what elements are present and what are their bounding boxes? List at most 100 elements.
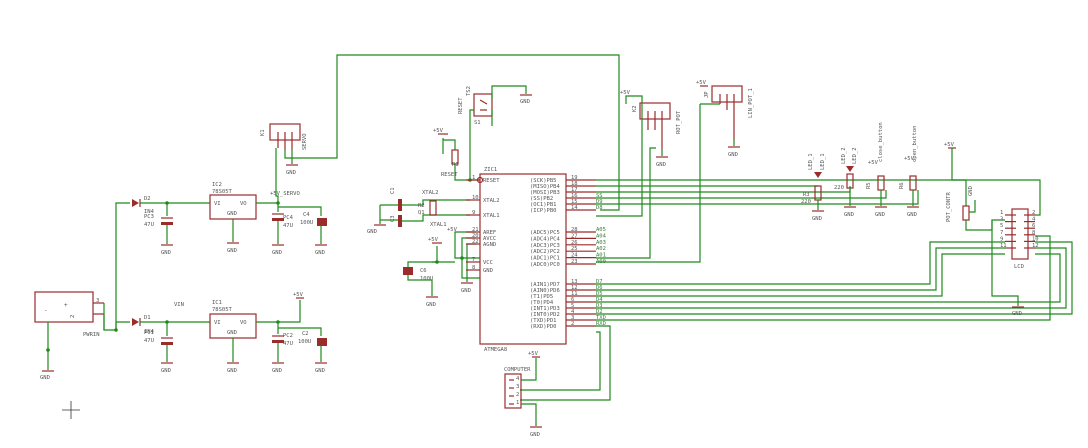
mcu-pin-name: (ADC0)PC0: [530, 262, 560, 268]
svg-text:R5: R5: [866, 182, 872, 189]
mcu-pin-name: (SS)PB2: [530, 196, 553, 202]
svg-text:GND: GND: [227, 368, 237, 374]
svg-text:GND: GND: [161, 368, 171, 374]
svg-text:LED_1: LED_1: [808, 153, 814, 170]
svg-text:GND: GND: [227, 211, 237, 217]
svg-text:47U: 47U: [144, 338, 154, 344]
svg-text:GND: GND: [875, 212, 885, 218]
svg-text:GND: GND: [530, 432, 540, 438]
mcu-net-label: A04: [596, 233, 607, 239]
svg-text:GND: GND: [844, 212, 854, 218]
mcu-pin-name: (ICP)PB0: [530, 208, 557, 214]
svg-text:VI: VI: [214, 201, 221, 207]
close-button: +5V close_button R5 GND: [866, 122, 887, 218]
mcu-pin-number: 19: [571, 175, 578, 181]
cap-pc4: PC4 47U GND: [272, 213, 294, 256]
mcu-pin-number: 27: [571, 233, 578, 239]
servo-connector: K1 SERVO: [260, 123, 308, 150]
svg-text:GND: GND: [227, 330, 237, 336]
regulator-ic1: IC1 78S05T VI VO GND GND: [209, 300, 257, 374]
svg-text:2: 2: [516, 392, 519, 398]
mcu-pin-name: (AIN0)PD6: [530, 288, 560, 294]
mcu-pin-name: (OC1)PB1: [530, 202, 557, 208]
mcu-pin-name: XTAL2: [483, 198, 500, 204]
svg-text:ATMEGA8: ATMEGA8: [484, 347, 507, 353]
cap-pc2: PC2 47U GND: [272, 333, 293, 374]
svg-text:LCD: LCD: [1014, 264, 1024, 270]
svg-text:PC3: PC3: [144, 214, 154, 220]
mcu-pin-number: 15: [571, 199, 578, 205]
svg-text:XTAL2: XTAL2: [422, 190, 439, 196]
lcd-pin-number: 10: [1032, 236, 1039, 242]
cap-c6: C6 100U: [403, 261, 437, 282]
svg-text:Q1: Q1: [418, 210, 425, 216]
cap-c2: C2 100U GND: [298, 331, 327, 374]
pwrin-label: PWRIN: [83, 332, 100, 338]
svg-text:4: 4: [516, 376, 520, 382]
mcu-net-label: D8: [596, 205, 603, 211]
mcu-net-label: D7: [596, 279, 603, 285]
rot-pot-connector: K2 ROT_POT: [632, 102, 682, 150]
mcu-pin-name: AGND: [483, 242, 496, 248]
svg-text:GND: GND: [728, 152, 738, 158]
mcu-pin-name: (INT0)PD2: [530, 312, 560, 318]
mcu-pin-number: 25: [571, 246, 578, 252]
reset-switch: RESET TS2 S1: [458, 86, 493, 126]
mcu-net-label: D4: [596, 297, 603, 303]
mcu-pin-name: (TXD)PD1: [530, 318, 557, 324]
mcu-pin-name: AREF: [483, 230, 496, 236]
power-jack: - + 3 2: [34, 291, 104, 323]
svg-text:LED_2: LED_2: [841, 147, 847, 164]
svg-text:IN4: IN4: [144, 329, 155, 335]
mcu-pin-name: (MOSI)PB3: [530, 190, 560, 196]
svg-text:3: 3: [516, 384, 519, 390]
svg-text:+: +: [64, 302, 68, 309]
lcd-pin-number: 9: [1000, 236, 1003, 242]
svg-text:1: 1: [516, 400, 519, 406]
lcd-pin-number: 5: [1000, 223, 1003, 229]
lcd-pin-number: 1: [1000, 210, 1003, 216]
svg-text:+5V: +5V: [868, 160, 879, 166]
svg-text:D1: D1: [144, 315, 151, 321]
svg-text:R3: R3: [803, 192, 810, 198]
mcu-pin-name: AVCC: [483, 236, 496, 242]
svg-text:+5V: +5V: [528, 351, 539, 357]
mcu-pin-number: 8: [472, 265, 475, 271]
mcu-pin-name: (ADC1)PC1: [530, 256, 560, 262]
svg-text:47U: 47U: [283, 341, 293, 347]
mcu-pin-number: 6: [571, 297, 574, 303]
mcu-pin-name: (SCK)PB5: [530, 178, 557, 184]
mcu-pin-name: (MISO)PB4: [530, 184, 560, 190]
svg-text:-: -: [44, 307, 48, 314]
mcu-pin-number: 24: [571, 253, 578, 259]
svg-text:GND: GND: [161, 250, 171, 256]
svg-text:+5V: +5V: [944, 142, 955, 148]
mcu-pin-number: 13: [571, 279, 578, 285]
svg-text:GND: GND: [367, 229, 377, 235]
mcu-pin-number: 4: [571, 309, 575, 315]
svg-text:78S05T: 78S05T: [212, 189, 233, 195]
svg-text:RESET: RESET: [441, 172, 458, 178]
mcu-pin-number: 10: [472, 195, 479, 201]
svg-text:+5V: +5V: [433, 128, 444, 134]
lcd-pin-number: 7: [1000, 230, 1003, 236]
svg-text:ROT_POT: ROT_POT: [676, 110, 682, 134]
mcu-pin-name: XTAL1: [483, 213, 500, 219]
svg-text:GND: GND: [426, 302, 436, 308]
mcu-net-label: D9: [596, 199, 603, 205]
diode-d2: D2 IN4: [132, 196, 155, 215]
svg-text:GND: GND: [315, 250, 325, 256]
svg-text:+5V: +5V: [428, 237, 439, 243]
mcu-pin-name: GND: [483, 268, 493, 274]
lcd-pin-number: 3: [1000, 217, 1003, 223]
mcu-pin-number: 28: [571, 227, 578, 233]
svg-text:78S05T: 78S05T: [212, 307, 233, 313]
svg-text:PC1: PC1: [144, 330, 154, 336]
crystal-caps: GND C1 C3: [367, 187, 402, 235]
svg-text:+5V: +5V: [696, 80, 707, 86]
svg-text:+5V: +5V: [904, 156, 915, 162]
mcu-pin-name: (RXD)PD0: [530, 324, 557, 330]
lcd-pin-number: 12: [1032, 243, 1039, 249]
svg-text:LIN_POT_1: LIN_POT_1: [748, 88, 754, 118]
